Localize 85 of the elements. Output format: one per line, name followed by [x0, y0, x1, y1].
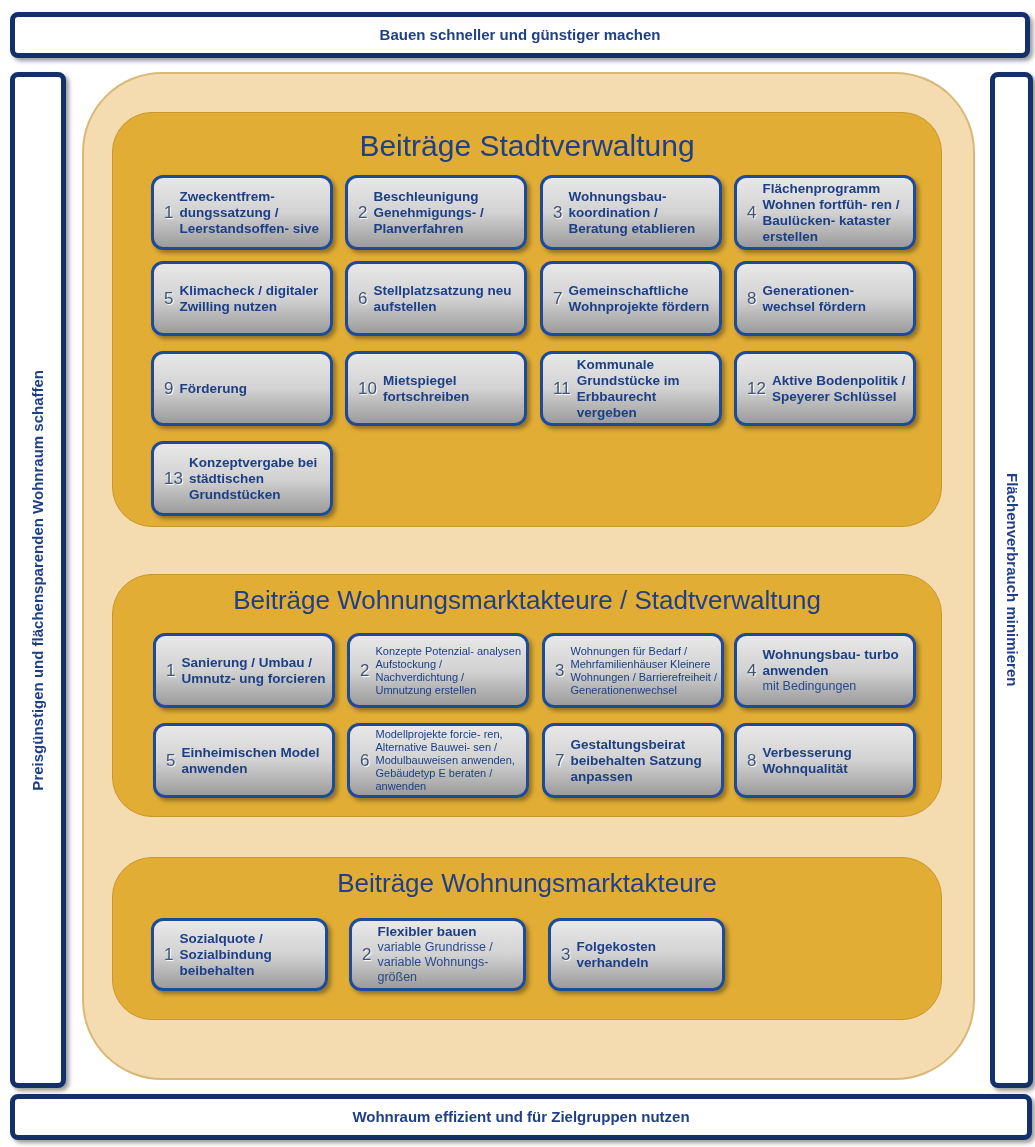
- section-panel: [112, 112, 942, 527]
- item-number: 8: [747, 287, 757, 310]
- item-number: 11: [553, 377, 571, 400]
- item-number: 1: [164, 201, 174, 224]
- item-number: 6: [358, 287, 368, 310]
- measure-text: mit Bedingungen: [762, 679, 858, 694]
- goal-banner: Bauen schneller und günstiger machen: [10, 12, 1030, 58]
- item-number: 3: [561, 943, 571, 966]
- item-number: 7: [555, 749, 565, 772]
- goal-banner: Wohnraum effizient und für Zielgruppen nutzen: [10, 1094, 1032, 1140]
- measure-text: Klimacheck / digitaler Zwilling nutzen: [179, 282, 320, 315]
- goal-banner: Flächenverbrauch minimieren: [990, 72, 1033, 1088]
- measure-text: Mietspiegel fortschreiben: [382, 372, 471, 405]
- item-number: 2: [362, 943, 372, 966]
- item-number: 2: [358, 201, 368, 224]
- measure-card: [542, 633, 724, 708]
- measure-card: [734, 261, 916, 336]
- item-number: 1: [164, 943, 174, 966]
- section-heading: Beiträge Wohnungsmarktakteure / Stadtverwaltung: [233, 584, 821, 617]
- measure-card: [347, 633, 529, 708]
- measure-text: Konzepte Potenzial- analysen Aufstockung / Nachverdichtung / Umnutzung erstellen: [375, 644, 522, 697]
- measure-text: variable Grundrisse / variable Wohnungs- größen: [377, 940, 494, 985]
- item-number: 1: [166, 659, 176, 682]
- measure-text: Sozialquote / Sozialbindung beibehalten: [179, 930, 273, 979]
- measure-text: Förderung: [179, 380, 247, 397]
- measure-card: [151, 261, 333, 336]
- measure-text: Modellprojekte forcie- ren, Alternative Bauwei- sen / Modulbauweisen anwenden, Gebäudetyp E beraten / anwenden: [375, 728, 516, 793]
- measure-text: Generationen- wechsel fördern: [762, 282, 867, 315]
- item-number: 7: [553, 287, 563, 310]
- measure-text: Einheimischen Model anwenden: [181, 744, 321, 777]
- measure-text: Konzeptvergabe bei städtischen Grundstücken: [188, 454, 319, 503]
- item-number: 12: [747, 377, 766, 400]
- section-heading: Beiträge Wohnungsmarktakteure: [337, 867, 717, 900]
- measure-card: [548, 918, 725, 991]
- measure-card: [345, 351, 527, 426]
- item-number: 6: [360, 749, 370, 772]
- goal-banner: Preisgünstigen und flächensparenden Wohnraum schaffen: [10, 72, 66, 1088]
- section-heading: Beiträge Stadtverwaltung: [359, 128, 695, 164]
- measure-card: [153, 723, 335, 798]
- measure-card: [734, 351, 916, 426]
- measure-text: Flexibler bauen: [377, 924, 478, 940]
- measure-text: Flächenprogramm Wohnen fortfüh- ren / Baulücken- kataster erstellen: [762, 180, 901, 245]
- measure-text: Folgekosten verhandeln: [576, 938, 657, 971]
- item-number: 4: [747, 201, 757, 224]
- item-number: 3: [553, 201, 563, 224]
- measure-card: [151, 175, 333, 250]
- measure-card: [151, 441, 333, 516]
- outer-panel: [82, 72, 975, 1080]
- measure-card: [540, 175, 722, 250]
- measure-card: [349, 918, 526, 991]
- measure-text: Gestaltungsbeirat beibehalten Satzung anpassen: [570, 736, 703, 785]
- measure-card: [345, 175, 527, 250]
- measure-text: Gemeinschaftliche Wohnprojekte fördern: [568, 282, 711, 315]
- item-number: 4: [747, 659, 757, 682]
- measure-text: Kommunale Grundstücke im Erbbaurecht vergeben: [576, 356, 681, 421]
- measure-card: [734, 175, 916, 250]
- measure-card: [345, 261, 527, 336]
- item-number: 2: [360, 659, 370, 682]
- measure-card: [542, 723, 724, 798]
- measure-card: [734, 633, 916, 708]
- measure-card: [153, 633, 335, 708]
- measure-text: Sanierung / Umbau / Umnutz- ung forcieren: [181, 654, 327, 687]
- item-number: 8: [747, 749, 757, 772]
- item-number: 5: [166, 749, 176, 772]
- measure-text: Aktive Bodenpolitik / Speyerer Schlüssel: [771, 372, 907, 405]
- item-number: 10: [358, 377, 377, 400]
- measure-card: [151, 918, 328, 991]
- measure-card: [151, 351, 333, 426]
- measure-text: Zweckentfrem- dungssatzung / Leerstandsoffen- sive: [179, 188, 320, 237]
- measure-text: Wohnungsbau- turbo anwenden: [762, 647, 900, 679]
- measure-text: Verbesserung Wohnqualität: [762, 744, 853, 777]
- measure-card: [540, 261, 722, 336]
- measure-card: [734, 723, 916, 798]
- measure-text: Wohnungen für Bedarf / Mehrfamilienhäuser Kleinere Wohnungen / Barrierefreiheit / Generationenwechsel: [570, 644, 717, 697]
- item-number: 9: [164, 377, 174, 400]
- measure-text: Beschleunigung Genehmigungs- / Planverfahren: [373, 188, 485, 237]
- item-number: 13: [164, 467, 183, 490]
- measure-card: [347, 723, 529, 798]
- item-number: 5: [164, 287, 174, 310]
- measure-card: [540, 351, 722, 426]
- measure-text: Wohnungsbau- koordination / Beratung etablieren: [568, 188, 697, 237]
- section-panel: [112, 574, 942, 817]
- item-number: 3: [555, 659, 565, 682]
- section-panel: [112, 857, 942, 1020]
- measure-text: Stellplatzsatzung neu aufstellen: [373, 282, 513, 315]
